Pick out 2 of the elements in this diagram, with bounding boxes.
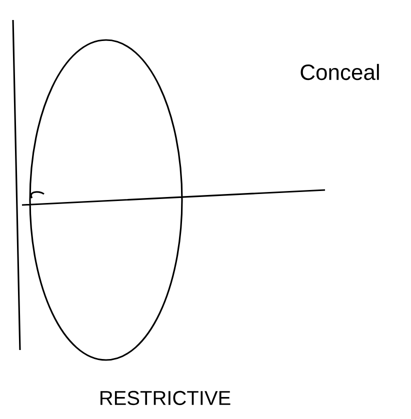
handwritten-label: Conceal (300, 64, 379, 80)
handwritten-label: RESTRICTIVE (100, 390, 230, 406)
